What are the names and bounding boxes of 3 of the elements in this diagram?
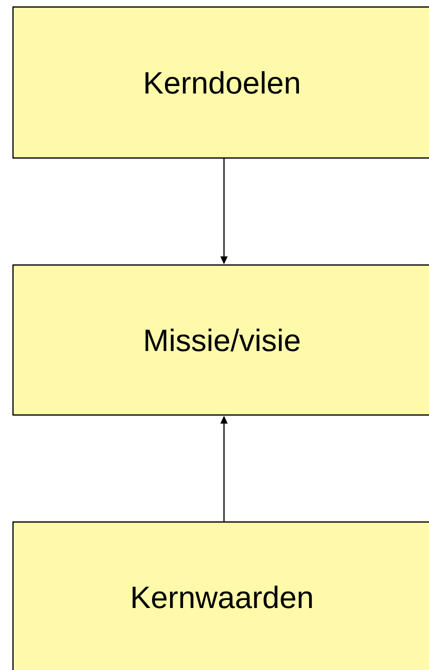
process-box: Missie/visie — [12, 264, 429, 416]
process-box: Kernwaarden — [12, 521, 429, 670]
process-box: Kerndoelen — [12, 6, 429, 159]
